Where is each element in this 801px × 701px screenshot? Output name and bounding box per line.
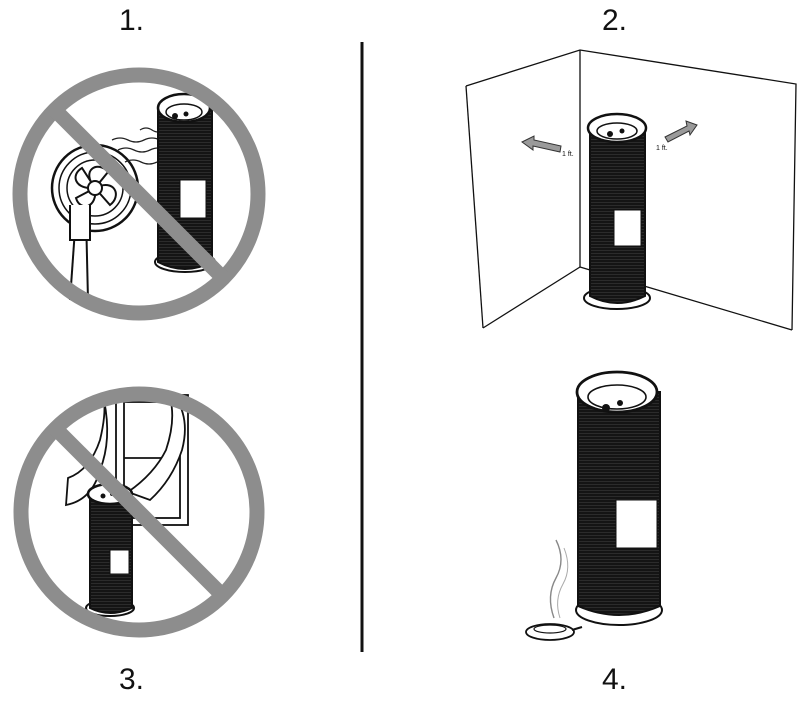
step-2-number: 2. <box>602 4 628 37</box>
panel-3 <box>13 386 265 638</box>
air-purifier-icon <box>575 370 663 626</box>
fan-icon <box>50 143 140 301</box>
smoke-dish-icon <box>525 539 583 641</box>
step-3-number: 3. <box>119 663 145 696</box>
arrow-icon <box>521 135 562 153</box>
no-symbol-icon <box>12 67 266 321</box>
distance-label-right: 1 ft. <box>656 145 668 152</box>
airflow-lines <box>111 127 167 165</box>
room-corner <box>465 49 797 331</box>
panel-1 <box>12 67 266 321</box>
step-1-number: 1. <box>119 4 145 37</box>
air-purifier-icon <box>85 482 135 617</box>
step-4-number: 4. <box>602 663 628 696</box>
panel-2: 1 ft. 1 ft. <box>465 49 797 331</box>
air-purifier-icon <box>583 112 651 310</box>
distance-label-left: 1 ft. <box>562 151 574 158</box>
panel-4 <box>525 370 663 641</box>
arrow-icon <box>664 120 698 143</box>
no-symbol-icon <box>13 386 265 638</box>
